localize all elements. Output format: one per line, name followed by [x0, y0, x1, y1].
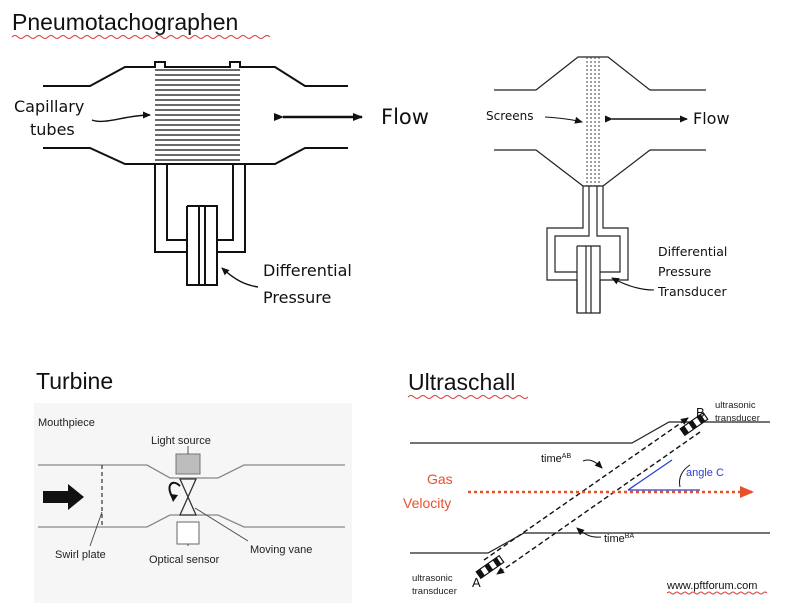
label-pressure-left: Pressure: [263, 288, 331, 307]
turbine-panel-background: [34, 403, 352, 603]
turbine-diagram: Mouthpiece Light source Swirl plate Opti…: [34, 403, 352, 603]
light-source-box: [175, 453, 201, 475]
pneumotach-screen-diagram: Screens Flow Differential Pressure Trans…: [486, 56, 730, 314]
label-light-source: Light source: [151, 435, 211, 447]
label-capillary: Capillary: [14, 97, 84, 116]
label-a: A: [472, 575, 481, 590]
capillary-pointer-arrow: [91, 111, 151, 123]
capillary-tubes-bundle: [155, 69, 240, 161]
label-velocity: Velocity: [403, 495, 451, 511]
label-screens: Screens: [486, 109, 534, 123]
moving-vane: [178, 478, 198, 516]
label-transducer-right: Transducer: [657, 284, 727, 299]
label-gas: Gas: [427, 471, 453, 487]
label-time-ab: timeAB: [541, 453, 571, 465]
ultrasound-diagram: ultrasonic transducer B timeAB Gas Veloc…: [403, 400, 770, 597]
label-flow-right: Flow: [693, 109, 730, 128]
time-ab-pointer: [582, 459, 603, 469]
screens-mesh: [586, 57, 600, 186]
inlet-arrow: [43, 484, 84, 510]
label-pressure-right: Pressure: [658, 264, 712, 279]
tube-wall-bottom: [410, 532, 770, 554]
label-tubes: tubes: [30, 120, 75, 139]
label-transducer-b-line1: ultrasonic: [715, 400, 756, 411]
pressure-pointer-arrow: [221, 267, 259, 288]
transducer-a: [475, 554, 505, 580]
label-differential-left: Differential: [263, 261, 352, 280]
svg-text:Pneumotachographen: Pneumotachographen: [12, 9, 238, 35]
label-transducer-b-line2: transducer: [715, 413, 760, 424]
optical-sensor-box: [176, 521, 200, 545]
time-ba-pointer: [576, 527, 602, 538]
angle-c-ray: [627, 459, 673, 491]
title-turbine: Turbine: [36, 368, 113, 394]
beam-b-to-a: [496, 431, 701, 575]
spellcheck-underline: [407, 395, 529, 399]
label-moving-vane: Moving vane: [250, 544, 312, 556]
transducer-pointer-arrow: [611, 277, 655, 291]
label-transducer-a-line1: ultrasonic: [412, 573, 453, 584]
svg-text:www.pftforum.com: www.pftforum.com: [666, 580, 757, 592]
label-optical-sensor: Optical sensor: [149, 554, 220, 566]
title-pneumotachographen: Pneumotachographen: [11, 9, 271, 39]
screens-pointer-arrow: [544, 116, 583, 124]
tube-wall-top: [410, 421, 770, 444]
angle-c-arc: [679, 464, 691, 488]
beam-a-to-b: [483, 417, 689, 561]
website-credit: www.pftforum.com: [666, 580, 768, 595]
label-time-ba: timeBA: [604, 533, 634, 545]
label-transducer-a-line2: transducer: [412, 586, 457, 597]
spellcheck-underline: [11, 35, 271, 39]
label-b: B: [696, 405, 705, 420]
title-ultraschall: Ultraschall: [407, 369, 529, 399]
pneumotach-capillary-diagram: Capillary tubes Flow Differential Pressu…: [14, 61, 429, 307]
svg-text:Ultraschall: Ultraschall: [408, 369, 515, 395]
label-swirl-plate: Swirl plate: [55, 549, 106, 561]
transducer-b: [679, 411, 709, 437]
label-mouthpiece: Mouthpiece: [38, 417, 95, 429]
label-angle-c: angle C: [686, 467, 724, 479]
label-differential-right: Differential: [658, 244, 727, 259]
label-flow-left: Flow: [381, 105, 429, 129]
